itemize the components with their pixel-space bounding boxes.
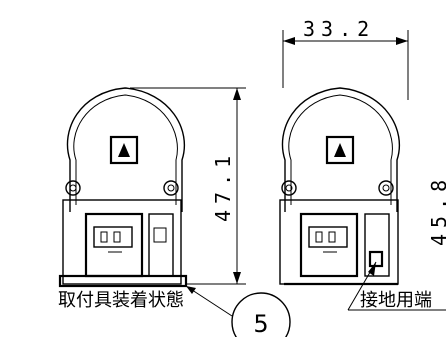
dim-width-top: 33.2 — [303, 17, 375, 41]
left-center-mark — [118, 143, 130, 157]
left-dome-inner — [73, 94, 178, 205]
right-side-latch — [364, 213, 390, 277]
left-mount-base — [58, 274, 188, 288]
left-plug-socket — [93, 226, 133, 248]
balloon-circle — [231, 292, 291, 337]
top-width-dimension: 33.2 — [282, 17, 409, 100]
right-body-block — [279, 199, 399, 285]
right-center-square — [325, 135, 355, 165]
right-dome-outline — [281, 87, 401, 212]
right-plug-socket — [308, 226, 348, 248]
dim-height-left: 47.1 — [211, 150, 235, 222]
left-connector-view — [58, 87, 233, 317]
balloon-number: 5 — [253, 310, 268, 337]
left-screw-right — [163, 180, 179, 196]
right-screw-right — [378, 180, 394, 196]
left-dome-outline — [66, 87, 186, 212]
right-connector-view — [279, 87, 446, 311]
left-center-square — [109, 135, 139, 165]
left-body-block — [62, 199, 182, 285]
part-balloon: 5 — [231, 292, 291, 337]
label-mounted-state: 取付具装着状態 — [58, 290, 184, 311]
right-plug-frame — [299, 212, 359, 278]
left-height-dimension: 47.1 — [130, 87, 246, 285]
left-side-latch — [148, 213, 174, 277]
dim-height-right: 45.8 — [427, 174, 446, 246]
right-center-mark — [334, 143, 346, 157]
right-screw-left — [281, 180, 297, 196]
left-screw-left — [65, 180, 81, 196]
label-grounding-terminal: 接地用端 — [360, 290, 432, 311]
right-dome-inner — [288, 94, 393, 205]
right-height-dimension: 45.8 — [427, 174, 446, 246]
